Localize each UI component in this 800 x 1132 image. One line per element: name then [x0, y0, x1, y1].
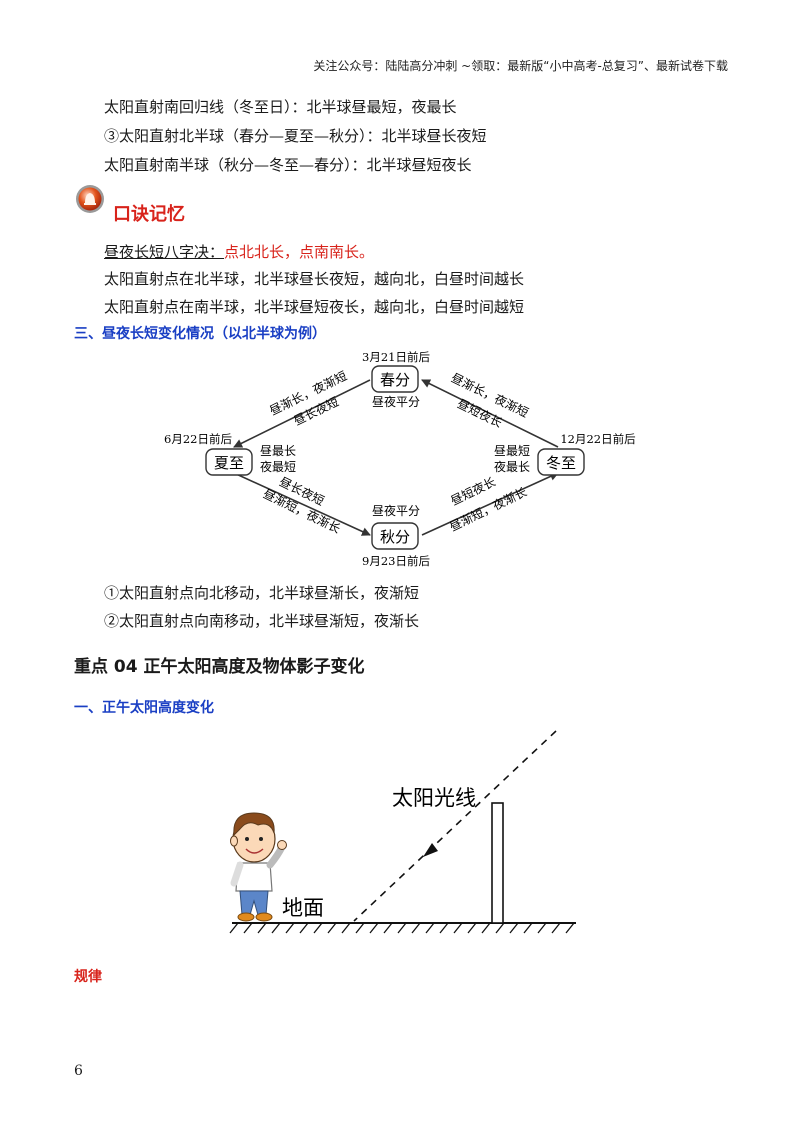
node-date: 9月23日前后	[362, 554, 430, 568]
node-note: 夜最长	[494, 459, 530, 474]
node-label: 春分	[380, 371, 410, 389]
rule-text: 点北北长，点南南长。	[224, 243, 375, 261]
section-heading: 三、昼夜长短变化情况（以北半球为例）	[74, 326, 326, 342]
node-label: 秋分	[380, 528, 410, 546]
tip-title: 口诀记忆	[113, 204, 185, 225]
rule-heading: 规律	[74, 969, 102, 985]
tip-line: 太阳直射点在南半球，北半球昼短夜长，越向北，白昼时间越短	[104, 298, 525, 316]
child-illustration	[230, 812, 287, 922]
section-heading: 一、正午太阳高度变化	[74, 700, 214, 716]
node-summer	[205, 448, 253, 476]
arrow-spring-to-summer	[233, 379, 371, 448]
node-label: 冬至	[546, 454, 576, 472]
node-autumn	[371, 522, 419, 550]
arrow-winter-to-spring	[421, 379, 559, 448]
sun-ray-label: 太阳光线	[392, 786, 476, 810]
tip-line: 太阳直射点在北半球，北半球昼长夜短，越向北，白昼时间越长	[104, 270, 525, 288]
ground-label: 地面	[282, 896, 324, 920]
text-line: ③太阳直射北半球（春分—夏至—秋分）：北半球昼长夜短	[104, 127, 487, 145]
noon-sun-figure: 太阳光线 地面	[229, 730, 576, 934]
text-line: 太阳直射南半球（秋分—冬至—春分）：北半球昼短夜长	[104, 156, 472, 174]
bell-badge-icon	[74, 183, 106, 215]
arrow-autumn-to-winter	[421, 472, 559, 536]
text-line: ②太阳直射点向南移动，北半球昼渐短，夜渐长	[104, 612, 420, 630]
node-date: 12月22日前后	[560, 432, 635, 446]
node-note: 夜最短	[260, 459, 296, 474]
rule-label: 昼夜长短八字决	[104, 243, 210, 261]
node-note: 昼夜平分	[372, 503, 420, 518]
text-line: ①太阳直射点向北移动，北半球昼渐长，夜渐短	[104, 584, 420, 602]
node-date: 6月22日前后	[164, 432, 232, 446]
sun-ray-line	[353, 730, 557, 922]
header-note: 关注公众号：陆陆高分冲刺 ~领取：最新版“小中高考-总复习”、最新试卷下载	[313, 59, 728, 73]
page-number: 6	[74, 1063, 83, 1079]
node-note: 昼夜平分	[372, 394, 420, 409]
season-cycle-diagram: 昼渐长，夜渐短 昼长夜短 昼长夜短 昼渐短，夜渐长 昼短夜长 昼渐短，夜渐长 昼…	[164, 350, 636, 568]
node-note: 昼最短	[494, 444, 530, 458]
node-date: 3月21日前后	[362, 350, 430, 364]
node-spring	[371, 365, 419, 393]
node-winter	[537, 448, 585, 476]
text-line: 太阳直射南回归线（冬至日）：北半球昼最短，夜最长	[104, 98, 457, 116]
sun-ray-arrow-icon	[423, 843, 438, 857]
key-point-title: 重点 04 正午太阳高度及物体影子变化	[74, 657, 365, 677]
pole	[491, 802, 504, 924]
rule-sep: ：	[209, 243, 225, 261]
arrow-summer-to-autumn	[233, 472, 371, 536]
rule-line: 昼夜长短八字决：点北北长，点南南长。	[104, 241, 374, 262]
node-label: 夏至	[214, 454, 244, 472]
node-note: 昼最长	[260, 444, 296, 458]
ground-hatch	[229, 922, 575, 934]
